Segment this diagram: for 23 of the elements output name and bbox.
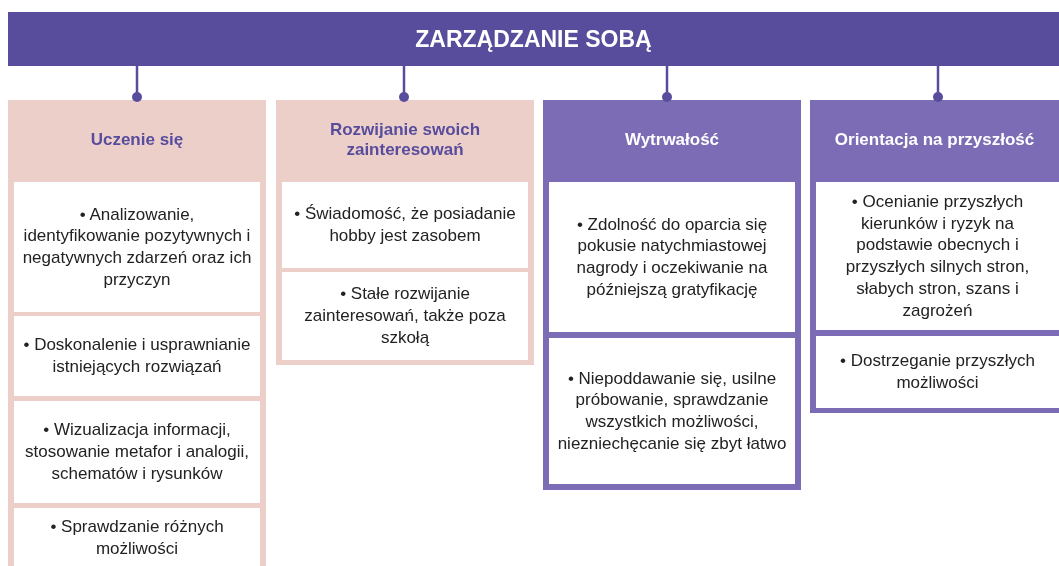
category-heading: Orientacja na przyszłość [833,128,1036,151]
bullet-item: • Analizowanie, identyfikowanie pozytywnych i negatywnych zdarzeń oraz ich przyczyn [14,182,260,312]
bullet-item: • Wizualizacja informacji, stosowanie metafor i analogii, schematów i rysunków [14,401,260,503]
category-heading: Wytrwałość [623,128,721,151]
bullet-item: • Ocenianie przyszłych kierunków i ryzyk na podstawie obecnych i przyszłych silnych stron, słabych stron, szans i zagrożeń [816,182,1059,330]
connector-line [399,66,409,102]
category-panel [810,100,1059,413]
bullet-item: • Zdolność do oparcia się pokusie natychmiastowej nagrody i oczekiwanie na późniejszą gratyfikację [549,182,795,332]
category-heading: Rozwijanie swoich zainteresowań [328,118,482,161]
bullet-item: • Niepoddawanie się, usilne próbowanie, sprawdzanie wszystkich możliwości, niezniechęcanie się zbyt łatwo [549,338,795,484]
title-banner: ZARZĄDZANIE SOBĄ [8,12,1059,66]
bullet-item: • Stałe rozwijanie zainteresowań, także poza szkołą [282,272,528,360]
category-panel [276,100,534,365]
connector-line [933,66,943,102]
category-heading: Uczenie się [89,128,185,151]
connector-line [132,66,142,102]
bullet-item: • Świadomość, że posiadanie hobby jest zasobem [282,182,528,268]
connector-line [662,66,672,102]
bullet-item: • Dostrzeganie przyszłych możliwości [816,336,1059,408]
bullet-item: • Doskonalenie i usprawnianie istniejących rozwiązań [14,316,260,396]
bullet-item: • Sprawdzanie różnych możliwości [14,508,260,566]
category-panel [8,100,266,566]
category-panel [543,100,801,490]
